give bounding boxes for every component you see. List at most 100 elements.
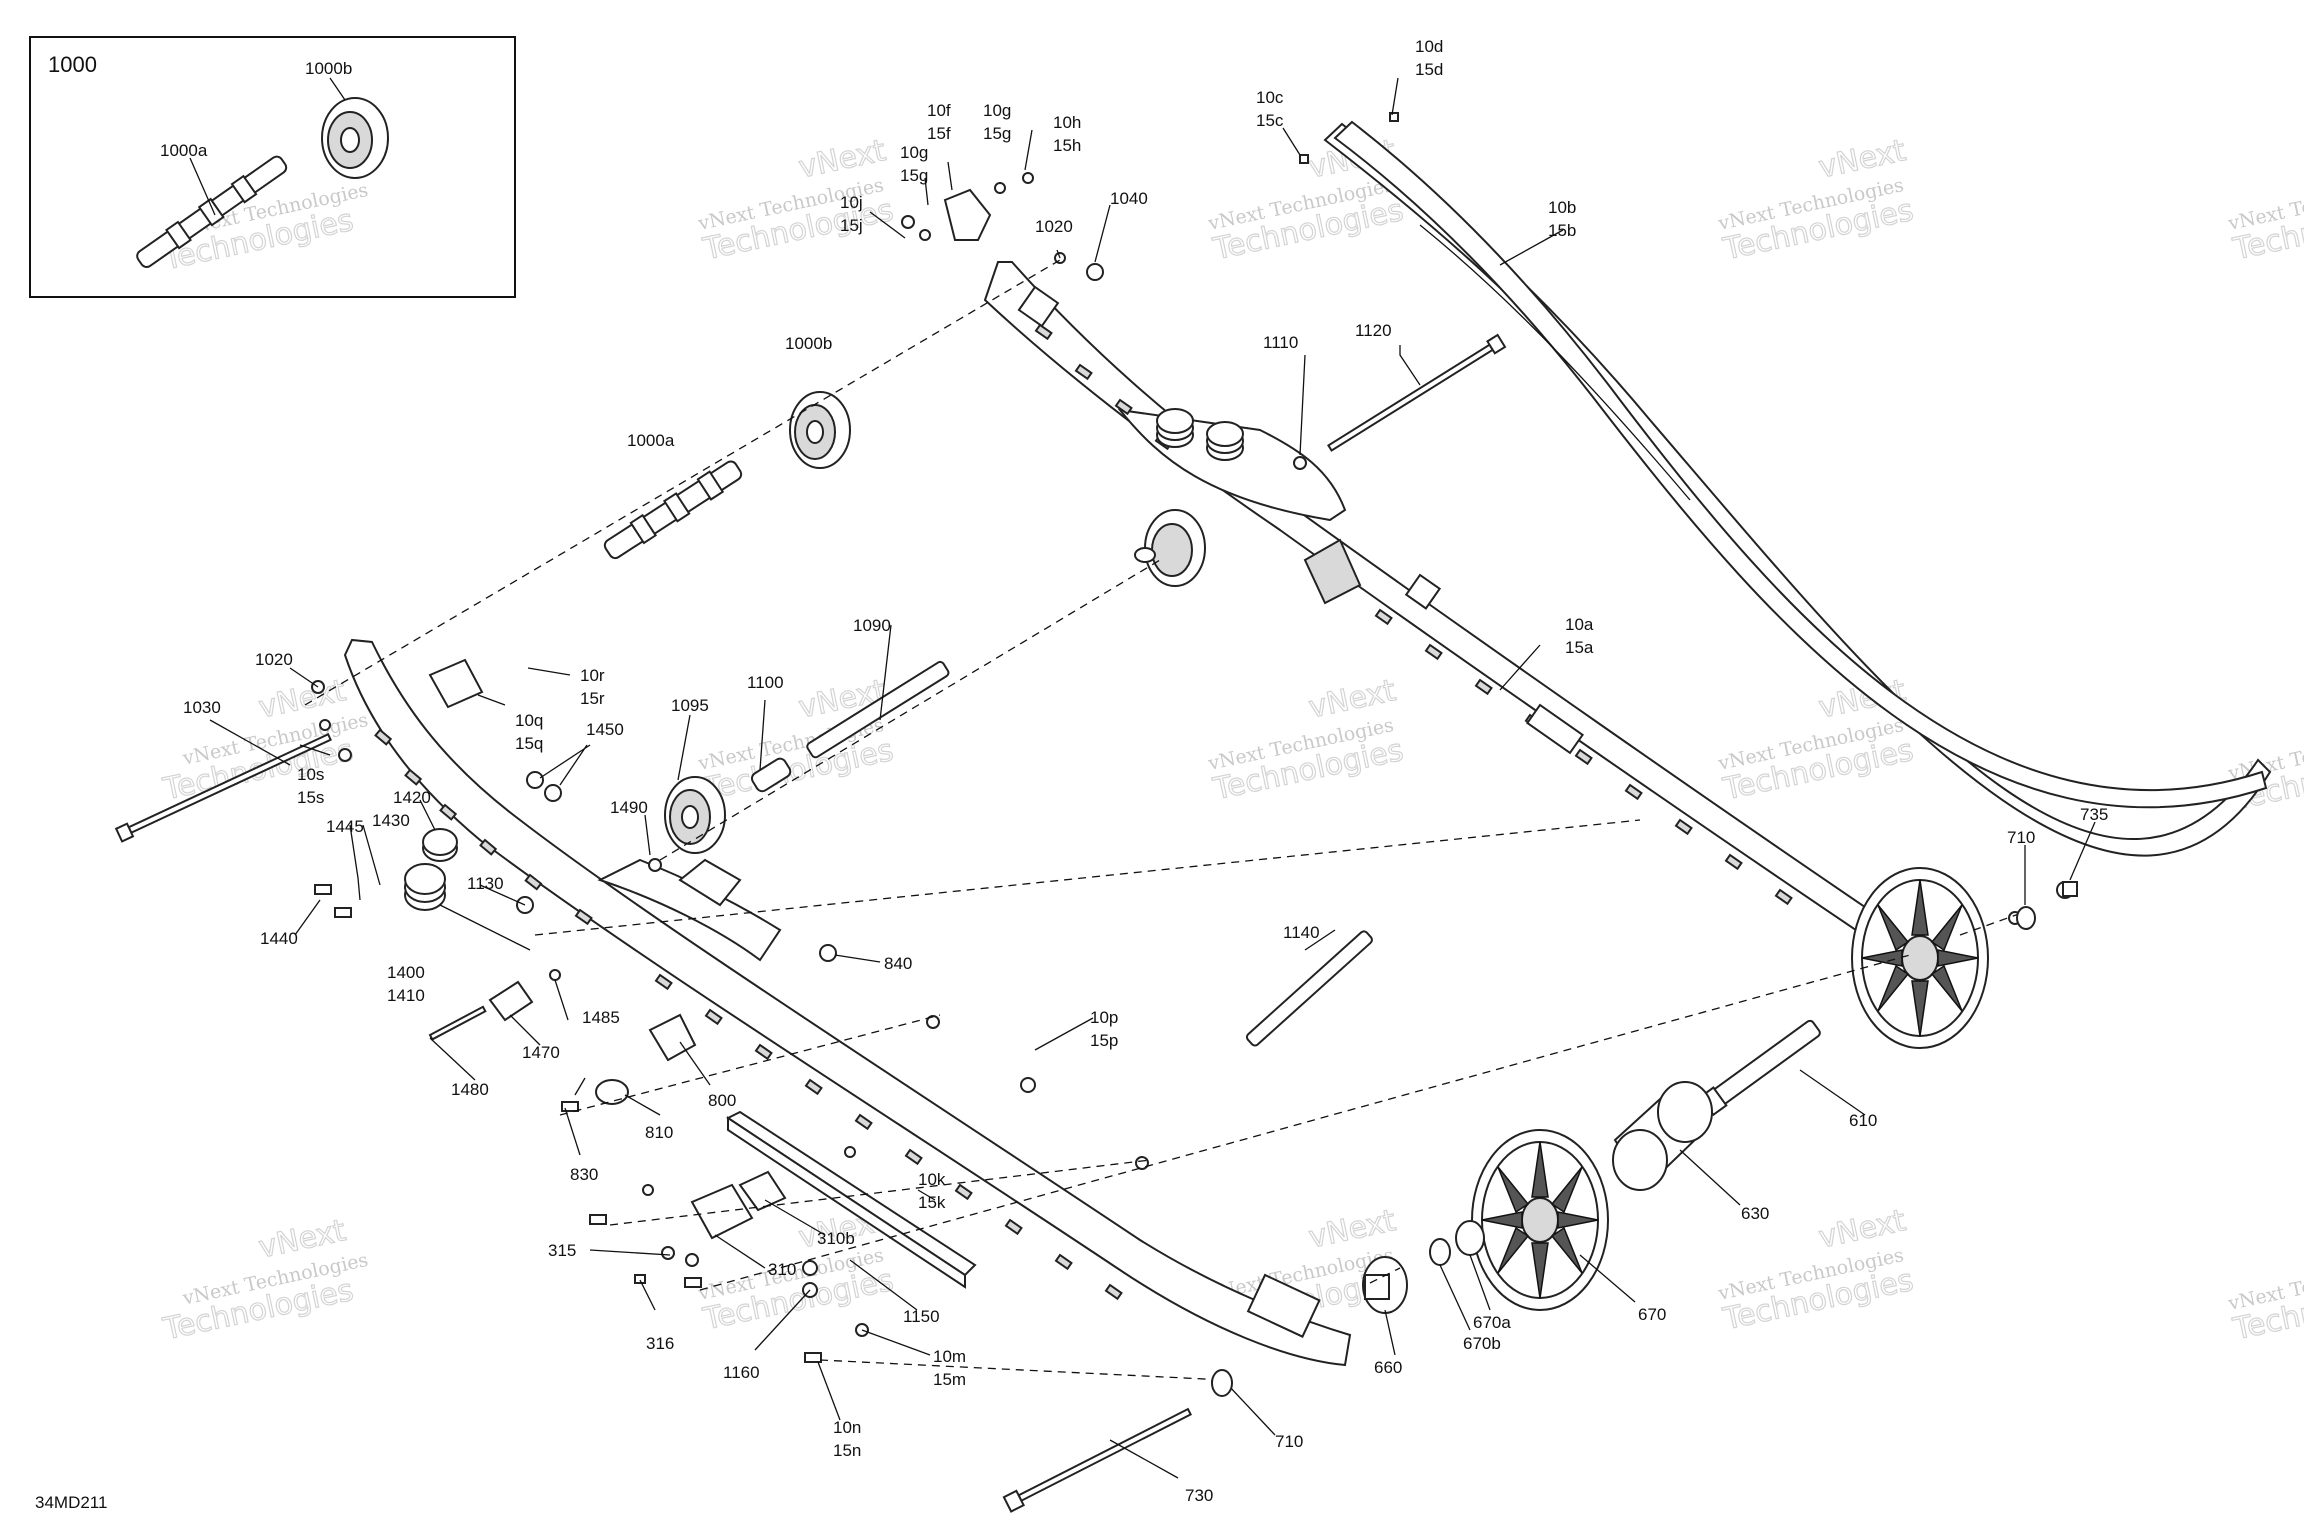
callout-660: 660 [1374,1358,1402,1377]
callout-830: 830 [570,1165,598,1184]
bracket-800 [648,1013,697,1062]
callout-10a: 10a [1565,615,1594,634]
callout-1110: 1110 [1263,333,1298,352]
watermark: Technologies vNext Technologies vNext [1205,673,1407,808]
wear-strip-10k [726,1110,977,1289]
callout-1020-top: 1020 [1035,217,1073,236]
callout-1430: 1430 [372,811,410,830]
callout-1160: 1160 [723,1363,760,1382]
callout-10s: 10s [297,765,324,784]
slide-10b-main [1333,120,2268,809]
bracket-right-mid [1404,573,1442,610]
callout-315: 315 [548,1241,576,1260]
axle-610 [1699,1019,1821,1117]
block-1470 [488,980,534,1022]
callout-1400: 1400 [387,963,425,982]
callout-610: 610 [1849,1111,1877,1130]
callout-15b: 15b [1548,221,1576,240]
callout-15k: 15k [918,1193,946,1212]
callout-15n: 15n [833,1441,861,1460]
callout-15p: 15p [1090,1031,1118,1050]
callout-10k: 10k [918,1170,946,1189]
callout-10r: 10r [580,666,605,685]
pad-310b [738,1170,787,1212]
leader-lines [209,77,2096,1479]
spring-1420 [422,828,458,862]
wheel-1095 [664,776,726,854]
callout-10j: 10j [840,193,863,212]
bolt-10c [1299,154,1309,164]
bracket-10q [428,658,484,709]
watermark: Technologies vNext Technologies vNext [695,673,897,808]
callout-1410: 1410 [387,986,425,1005]
callout-15r: 15r [580,689,605,708]
callout-1095: 1095 [671,696,709,715]
callout-710-r: 710 [2007,828,2035,847]
callout-10f: 10f [927,101,951,120]
rail-left-rear-block [1246,1273,1321,1338]
callout-15g-a: 15g [983,124,1011,143]
callout-310b: 310b [817,1229,855,1248]
callout-735: 735 [2080,805,2108,824]
callout-15j: 15j [840,216,863,235]
callout-1120: 1120 [1355,321,1392,340]
shaft-1090 [806,660,950,759]
rail-right-10a [983,261,1982,1012]
tube-1140 [1245,930,1373,1047]
inset-box: 1000 1000a 1000b [29,36,516,298]
callout-1490: 1490 [610,798,648,817]
callout-710-b: 710 [1275,1432,1303,1451]
callout-labels: 10d 15d 10c 15c 10b 15b 10f 15f 10g 15g … [183,37,2108,1505]
callout-15a: 15a [1565,638,1594,657]
callout-15d: 15d [1415,60,1443,79]
callout-1000a-inset: 1000a [160,141,208,160]
callout-1485: 1485 [582,1008,620,1027]
washer-710-right [2016,906,2036,930]
nut-735 [2062,881,2078,897]
callout-1030: 1030 [183,698,221,717]
callout-1000b: 1000b [785,334,832,353]
callout-1150: 1150 [903,1307,940,1326]
bushing-810 [595,1079,629,1105]
callout-1090: 1090 [853,616,891,635]
bracket-right-rear [1525,703,1584,755]
wheel-1000b [789,391,851,469]
callout-15f: 15f [927,124,951,143]
callout-10q: 10q [515,711,543,730]
callout-1445: 1445 [326,817,364,836]
callout-10c: 10c [1256,88,1284,107]
washer-710 [1211,1369,1233,1397]
callout-670a: 670a [1473,1313,1511,1332]
watermark: Technologies vNext Technologies vNext [159,1213,370,1348]
callout-1130: 1130 [467,874,504,893]
assembly-lines [304,259,2031,1381]
ring-670a [1455,1220,1485,1256]
callout-1480: 1480 [451,1080,489,1099]
rail-left-slots [374,728,1123,1301]
callout-10g-a: 10g [983,101,1011,120]
callout-15s: 15s [297,788,324,807]
callout-10m: 10m [933,1347,966,1366]
callout-1140: 1140 [1283,923,1320,942]
idler-wheel-670 [1471,1129,1609,1311]
rail-right-slots [1034,323,1793,906]
watermark: Technologies vNext Technologies vNext [1715,133,1917,268]
callout-670: 670 [1638,1305,1666,1324]
bolt-10d [1389,112,1399,122]
callout-730: 730 [1185,1486,1213,1505]
inset-shaft-1000a [136,155,288,269]
callout-840: 840 [884,954,912,973]
spring-1400 [404,863,531,951]
watermark: Technologies vNext Technologies vNext [1715,1203,1917,1338]
rail-left [343,638,1352,1367]
spacer-630 [1612,1081,1713,1191]
callout-1000b-inset: 1000b [305,59,352,78]
callout-1450: 1450 [586,720,624,739]
hub-660 [1362,1256,1408,1314]
callout-10p: 10p [1090,1008,1118,1027]
inset-frame [29,36,516,298]
callout-810: 810 [645,1123,673,1142]
callout-15c: 15c [1256,111,1284,130]
callout-1100: 1100 [747,673,784,692]
